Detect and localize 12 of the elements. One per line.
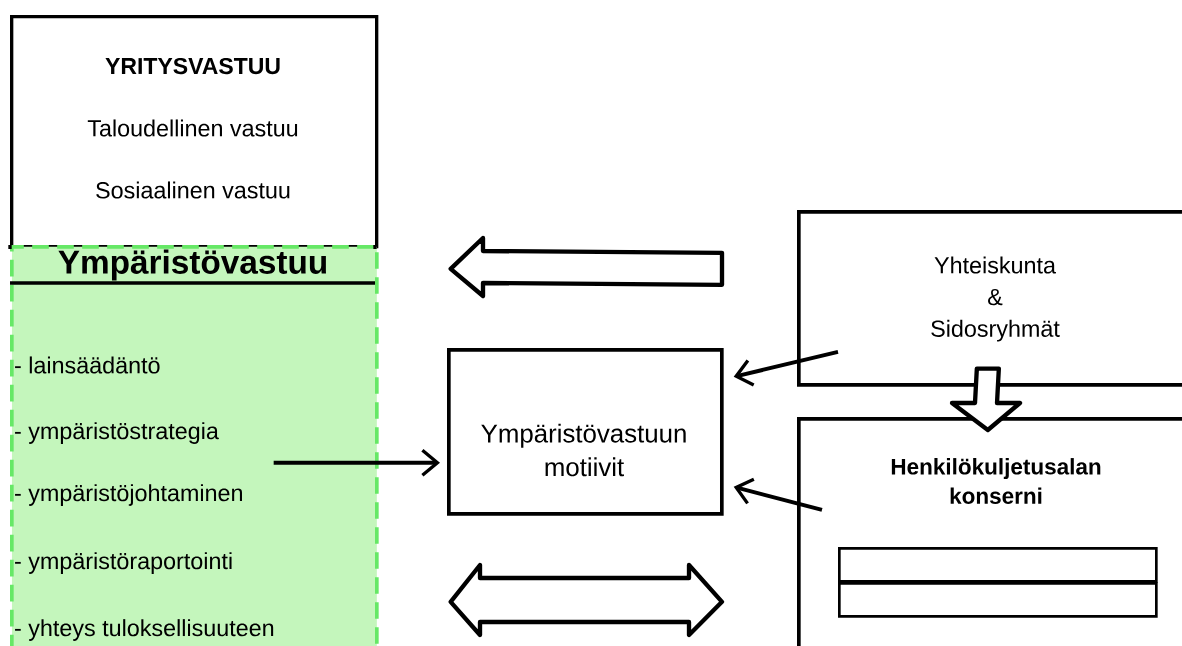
arrow [733,477,823,512]
block-arrow [949,366,1023,433]
arrow [273,449,440,477]
responsibility-box: YRITYSVASTUU Taloudellinen vastuu Sosiaalinen vastuu [10,15,379,249]
block-arrow [448,235,725,299]
empty-box [838,547,1158,583]
stakeholder-box: Yhteiskunta & Sidosryhmät [797,210,1182,387]
environment-panel: Ympäristövastuu - lainsäädäntö - ympäristöstrategia - ympäristöjohtaminen - ympäristöraportointi - yhteys tuloksellisuuteen [8,243,379,646]
empty-box [838,582,1158,618]
motive-box: Ympäristövastuun motiivit [447,348,724,516]
block-arrow [448,562,725,638]
arrow [733,349,839,387]
